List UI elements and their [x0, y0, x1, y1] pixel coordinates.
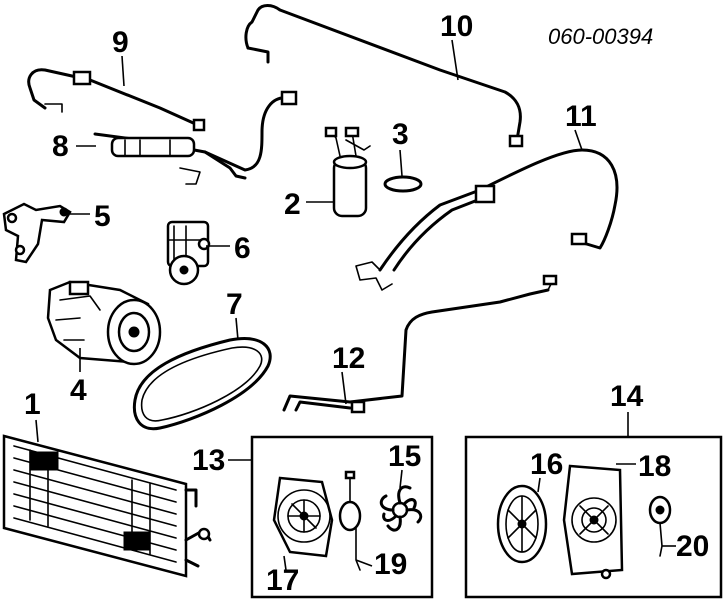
- callout-10: 10: [440, 10, 473, 43]
- leader-3: [399, 149, 403, 177]
- part-19-fan-motor: [338, 470, 362, 571]
- part-6-tensioner: [166, 220, 211, 286]
- part-16-fan-assembly: [496, 484, 548, 564]
- callout-5: 5: [94, 200, 111, 233]
- callout-13: 13: [192, 444, 225, 477]
- group-box-13: [250, 435, 434, 599]
- callout-11: 11: [565, 100, 597, 133]
- part-2-receiver-drier: [324, 126, 371, 218]
- leader-10: [451, 39, 459, 81]
- leader-7: [235, 317, 239, 341]
- part-12-liquid-line: [282, 274, 558, 414]
- callout-19: 19: [374, 548, 407, 581]
- part-8-discharge-hose: [93, 90, 298, 185]
- callout-18: 18: [638, 450, 671, 483]
- leader-15: [399, 469, 403, 489]
- part-18-fan-shroud: [562, 464, 624, 580]
- group-box-14: [464, 435, 723, 599]
- part-4-compressor: [46, 280, 162, 366]
- part-9-hose: [27, 68, 206, 132]
- leader-9: [121, 55, 125, 87]
- callout-12: 12: [332, 342, 365, 375]
- callout-16: 16: [530, 448, 563, 481]
- part-15-fan-blade: [379, 485, 423, 532]
- part-20-fan-motor: [648, 495, 672, 557]
- part-5-valve: [2, 202, 72, 264]
- leader-11: [574, 129, 583, 151]
- callout-14: 14: [610, 380, 644, 413]
- callout-17: 17: [266, 564, 299, 597]
- part-1-condenser: [2, 434, 212, 578]
- callout-1: 1: [24, 388, 41, 421]
- leader-17: [283, 555, 287, 571]
- leader-1: [35, 419, 39, 443]
- callout-3: 3: [392, 118, 409, 151]
- part-7-drive-belt: [132, 337, 272, 431]
- part-17-fan-shroud: [272, 476, 334, 558]
- callout-15: 15: [388, 440, 421, 473]
- callout-7: 7: [226, 288, 243, 321]
- callout-6: 6: [234, 232, 251, 265]
- callout-4: 4: [70, 374, 87, 407]
- part-3-bracket-band: [383, 175, 423, 193]
- part-11-suction-hose: [355, 148, 619, 291]
- diagram-part-number: 060-00394: [548, 24, 653, 49]
- callout-2: 2: [284, 188, 301, 221]
- leader-16: [537, 477, 541, 493]
- callout-8: 8: [52, 130, 69, 163]
- callout-20: 20: [676, 530, 709, 563]
- leader-19: [355, 559, 373, 567]
- leader-12: [341, 371, 347, 405]
- part-10-suction-hose: [244, 4, 524, 148]
- callout-9: 9: [112, 26, 129, 59]
